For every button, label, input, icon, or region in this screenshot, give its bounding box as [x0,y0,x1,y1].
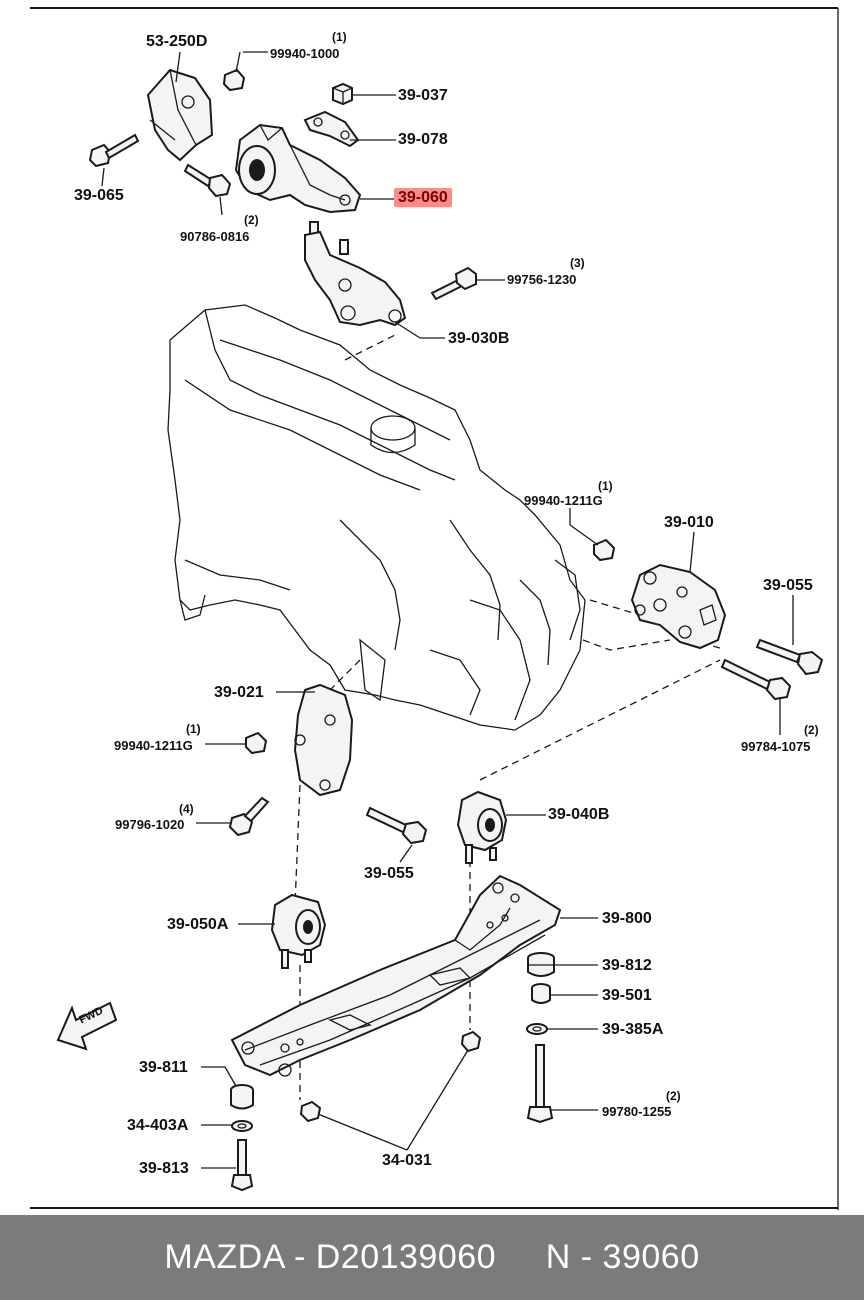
nut-34-031-b [460,1030,482,1053]
bolt-99796-1020 [228,796,270,837]
crossmember-39-800 [230,874,562,1077]
mount-39-050a [270,893,327,969]
qty-99940-1211g-b: (1) [186,722,201,736]
engine-mount-39-060 [234,123,362,214]
label-39-813: 39-813 [139,1160,189,1177]
bracket-39-010 [630,563,727,650]
mount-39-040b [456,790,508,864]
qty-99940-1000: (1) [332,30,347,44]
footer-part-number: MAZDA - D20139060 N - 39060 [164,1238,700,1276]
dash-line [319,659,361,701]
bolt-99784-1075 [720,658,792,701]
dash-line [344,334,396,361]
dash-line [294,784,301,906]
label-39-010: 39-010 [664,514,714,531]
label-39-811: 39-811 [139,1059,188,1076]
qty-99796-1020: (4) [179,802,194,816]
label-34-403a: 34-403A [127,1117,189,1134]
label-90786-0816: 90786-0816 [180,229,250,244]
dash-line [479,659,721,781]
label-39-060-highlighted[interactable]: 39-060 [394,188,452,207]
label-39-055-b: 39-055 [364,865,414,882]
label-39-040b: 39-040B [548,806,610,823]
bracket-53-250d [146,68,214,162]
nut-39-037 [332,82,353,106]
label-39-037: 39-037 [398,87,448,104]
label-39-501: 39-501 [602,987,652,1004]
highlight-badge-39-060[interactable]: 39-060 [394,188,452,207]
label-39-078: 39-078 [398,131,448,148]
bolt-39-065 [88,133,140,168]
label-39-812: 39-812 [602,957,652,974]
label-39-800: 39-800 [602,910,652,927]
washer-39-385a [526,1023,548,1035]
nut-99940-1000 [222,68,246,92]
sleeve-39-501 [531,983,551,1004]
bolt-39-055-b [365,806,428,845]
plate-39-078 [303,110,360,148]
nut-34-031-a [299,1100,322,1123]
footer-bar: MAZDA - D20139060 N - 39060 [0,1215,864,1300]
bolt-39-813 [230,1139,254,1192]
label-99784-1075: 99784-1075 [741,739,811,754]
label-99940-1211g-b: 99940-1211G [114,738,193,753]
bushing-39-812 [527,952,555,977]
label-39-050a: 39-050A [167,916,229,933]
label-53-250d: 53-250D [146,33,208,50]
qty-90786-0816: (2) [244,213,259,227]
label-99780-1255: 99780-1255 [602,1104,672,1119]
label-39-021: 39-021 [214,684,264,701]
label-39-030b: 39-030B [448,330,510,347]
label-39-065: 39-065 [74,187,124,204]
label-99940-1000: 99940-1000 [270,46,340,61]
label-99796-1020: 99796-1020 [115,817,185,832]
diagram-drawing [30,7,839,1210]
nut-99940-1211g-a [593,538,616,562]
label-39-055-a: 39-055 [763,577,813,594]
engine-transaxle-outline [167,304,586,731]
washer-34-403a [231,1120,253,1132]
label-34-031: 34-031 [382,1152,432,1169]
label-39-385a: 39-385A [602,1021,664,1038]
leader-lines [101,51,794,1169]
dash-line [589,599,641,616]
bolt-99756-1230 [430,266,477,301]
parts-diagram: 53-250D (1) 99940-1000 39-037 39-078 39-… [30,7,839,1210]
bracket-39-030b [304,230,407,327]
label-99940-1211g-a: 99940-1211G [524,493,603,508]
bolt-99780-1255 [526,1044,554,1124]
fwd-arrow [56,1001,118,1051]
qty-99756-1230: (3) [570,256,585,270]
qty-99780-1255: (2) [666,1089,681,1103]
dash-line [582,639,671,651]
qty-99940-1211g-a: (1) [598,479,613,493]
nut-99940-1211g-b [245,731,268,755]
bracket-39-021 [293,683,354,797]
label-99756-1230: 99756-1230 [507,272,577,287]
bushing-39-811 [230,1084,254,1110]
bolt-39-055-a [755,638,824,676]
bolt-90786-0816 [183,163,232,198]
qty-99784-1075: (2) [804,723,819,737]
